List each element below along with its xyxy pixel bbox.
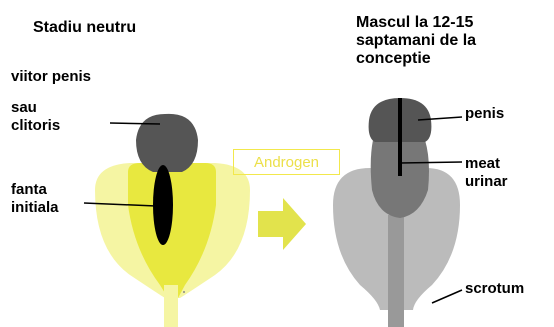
label-or: sau	[11, 99, 37, 116]
label-penis: penis	[465, 105, 504, 122]
genital-tubercle	[136, 114, 198, 172]
label-meatus-line1: meat	[465, 155, 500, 172]
neutral-midline	[164, 285, 178, 327]
label-scrotum: scrotum	[465, 280, 524, 297]
neutral-stage-figure	[84, 114, 250, 327]
androgen-label: Androgen	[233, 149, 340, 175]
scrotal-raphe	[388, 215, 404, 327]
male-stage-title-line3: conceptie	[356, 50, 431, 67]
label-meatus-line2: urinar	[465, 173, 508, 190]
label-future-penis: viitor penis	[11, 68, 91, 85]
transition-arrow	[258, 198, 306, 250]
neutral-stage-title: Stadiu neutru	[33, 19, 136, 36]
label-slit-line1: fanta	[11, 181, 47, 198]
pointer-clitoris	[110, 123, 160, 124]
label-slit-line2: initiala	[11, 199, 59, 216]
speck	[183, 291, 185, 293]
initial-slit	[153, 165, 173, 245]
pointer-meatus	[400, 162, 462, 163]
male-stage-title-line1: Mascul la 12-15	[356, 14, 473, 31]
male-stage-title-line2: saptamani de la	[356, 32, 476, 49]
male-stage-figure	[333, 98, 462, 327]
pointer-scrotum	[432, 290, 462, 303]
label-clitoris: clitoris	[11, 117, 60, 134]
urethral-meatus	[398, 98, 402, 176]
